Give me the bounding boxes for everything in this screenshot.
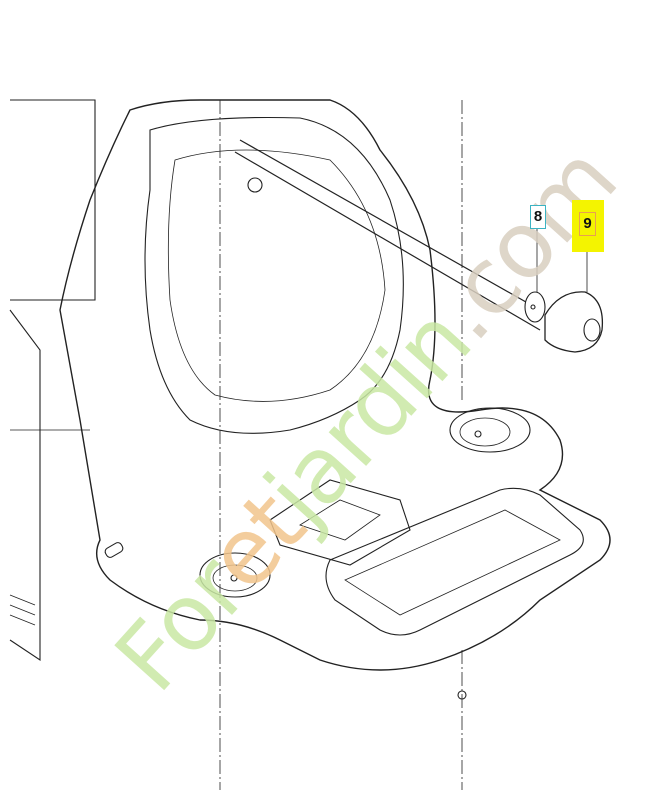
hole — [230, 574, 238, 582]
left-well — [199, 552, 271, 598]
axle-line — [234, 151, 541, 331]
step-plate-inner — [344, 509, 561, 616]
slot — [104, 542, 124, 558]
callout-8[interactable]: 8 — [530, 205, 546, 229]
hole — [474, 430, 482, 438]
left-box-outline — [10, 99, 96, 301]
bushing-face — [583, 318, 601, 342]
wheel-opening-inner — [167, 149, 386, 402]
washer-hole — [530, 304, 536, 310]
frame-outline — [59, 99, 611, 671]
callout-9[interactable]: 9 — [579, 212, 596, 236]
marker — [457, 690, 467, 700]
right-well-inner — [459, 417, 511, 447]
wheel-opening — [144, 116, 404, 434]
right-well — [449, 407, 531, 453]
bolt-hole — [247, 177, 263, 193]
step-plate — [325, 487, 584, 636]
bracket-inner — [299, 499, 381, 541]
bracket — [269, 479, 411, 566]
hatch — [9, 594, 36, 626]
left-well-inner — [212, 564, 258, 592]
bushing-part-9 — [544, 291, 604, 353]
left-panel-outline — [9, 309, 41, 662]
axle-line — [239, 139, 541, 311]
